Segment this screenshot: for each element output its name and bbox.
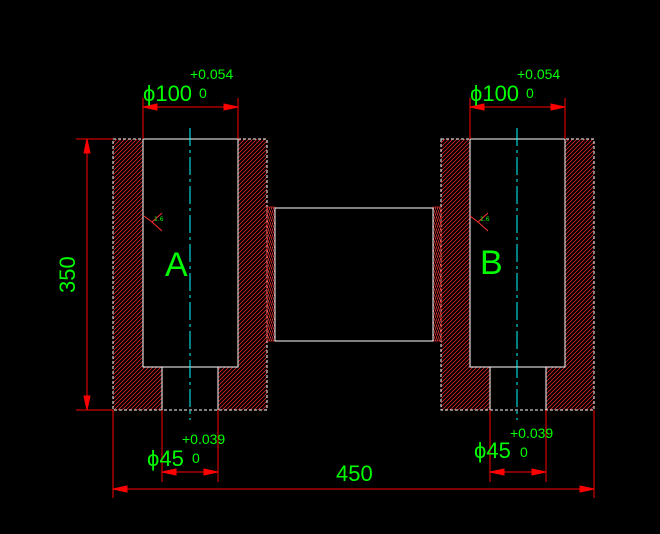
weld-left [266,206,276,342]
bore-b-lower-tol: 0 [526,85,534,101]
svg-text:ϕ45: ϕ45 [147,446,184,471]
roughness-value-b: 1.6 [480,216,490,223]
part-b-bottom-right [546,367,565,410]
bore-a-symbol: ϕ [143,81,155,106]
weld-right [432,206,442,342]
part-b-left-wall [441,139,470,410]
hole-b-upper-tol: +0.039 [510,425,553,441]
bore-a-lower-tol: 0 [199,85,207,101]
svg-text:ϕ100: ϕ100 [143,81,192,106]
hole-a-value: 45 [159,446,183,471]
hole-a-symbol: ϕ [147,446,159,471]
dimension-overall-width: 450 [336,461,373,486]
connecting-shaft [266,206,442,342]
svg-text:ϕ100: ϕ100 [470,81,519,106]
hole-a-lower-tol: 0 [192,450,200,466]
hole-b-symbol: ϕ [474,438,486,463]
hole-b-value: 45 [486,438,510,463]
hole-b-lower-tol: 0 [520,444,528,460]
dimension-height: 350 [55,256,80,293]
part-a-right-wall [238,139,267,410]
bore-b-symbol: ϕ [470,81,482,106]
bore-b-upper-tol: +0.054 [517,66,560,82]
dimension-hole-a: ϕ45 +0.039 0 [147,431,225,471]
overall-width-value: 450 [336,461,373,486]
part-label-a: A [165,246,188,284]
bore-b-value: 100 [482,81,519,106]
shaft-body [274,207,434,342]
roughness-value-a: 1.6 [154,216,164,223]
bore-a-upper-tol: +0.054 [190,66,233,82]
bore-a-value: 100 [155,81,192,106]
roughness-symbol-b: 1.6 [469,212,490,232]
roughness-symbol-a: 1.6 [143,212,164,232]
dimension-bore-b: ϕ100 +0.054 0 [470,66,560,106]
part-b-right-wall [565,139,594,410]
part-a-left-wall [113,139,143,410]
part-a: 1.6 A [112,128,268,420]
part-a-bottom-left [143,367,162,410]
dimensions [76,98,595,498]
part-b-bottom-left [470,367,490,410]
dimension-hole-b: ϕ45 +0.039 0 [474,425,553,463]
hole-a-upper-tol: +0.039 [182,431,225,447]
part-b: 1.6 B [440,128,595,420]
part-a-bottom-right [218,367,238,410]
height-value: 350 [55,256,80,293]
part-label-b: B [480,244,503,282]
dimension-bore-a: ϕ100 +0.054 0 [143,66,233,106]
svg-text:ϕ45: ϕ45 [474,438,511,463]
